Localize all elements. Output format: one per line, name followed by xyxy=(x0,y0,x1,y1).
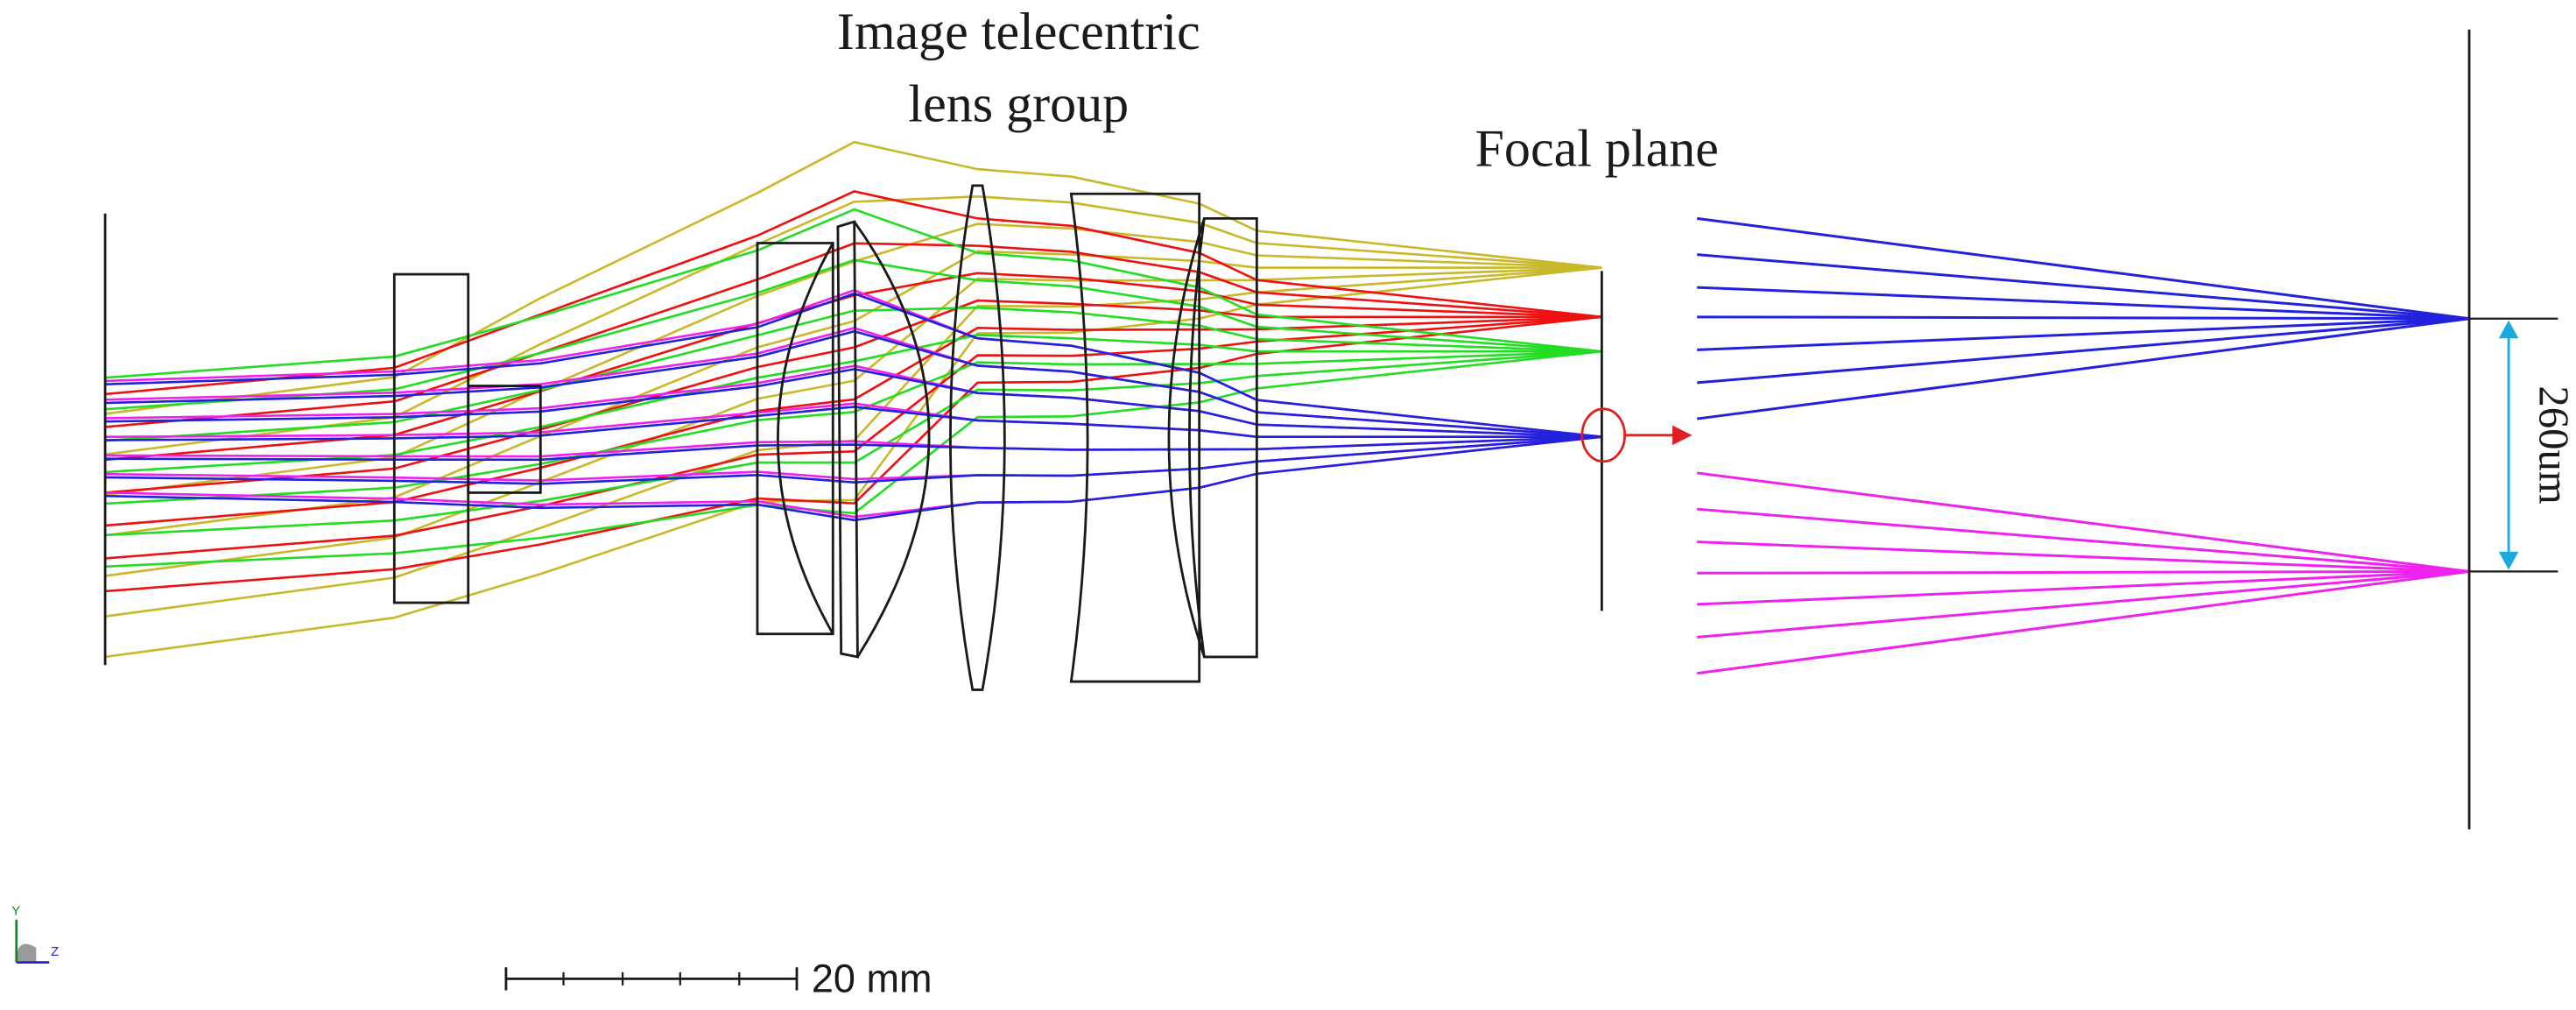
zoom-ray-line xyxy=(1697,471,2470,573)
scale-bar-label: 20 mm xyxy=(812,956,933,1000)
spot-separation-label: 260um xyxy=(2530,385,2576,504)
zoom-ray-line xyxy=(1697,317,2470,351)
dimension-arrow-bottom xyxy=(2498,551,2519,570)
lens-element-5 xyxy=(1167,216,1258,659)
svg-text:Y: Y xyxy=(11,903,20,918)
lens-group-title-line-2: lens group xyxy=(908,75,1129,133)
zoom-ray-line xyxy=(1697,317,2470,385)
ray-line xyxy=(104,315,1602,593)
lens-element-2-curve xyxy=(853,221,931,658)
lens-group-title-line-1: Image telecentric xyxy=(837,3,1200,60)
zoom-ray-line xyxy=(1697,569,2470,575)
zoom-ray-line xyxy=(1697,253,2470,321)
focal-plane-title: Focal plane xyxy=(1475,119,1719,177)
zoom-ray-line xyxy=(1697,286,2470,321)
zoom-ray-line xyxy=(1696,569,2470,675)
ray-line xyxy=(104,258,1602,411)
axis-triad-icon: Y Z xyxy=(11,903,59,964)
zoom-ray-line xyxy=(1697,569,2470,606)
scale-bar xyxy=(504,967,799,991)
aperture-window xyxy=(467,385,542,494)
zoom-ray-line xyxy=(1696,216,2470,321)
zoom-ray-line xyxy=(1697,569,2470,639)
zoom-ray-line xyxy=(1696,317,2470,420)
arrow-right-icon-head xyxy=(1672,425,1693,446)
zoom-ray-line xyxy=(1697,507,2470,573)
lens-element-3 xyxy=(949,184,1006,691)
zoom-ray-line xyxy=(1697,540,2470,573)
zoom-rays-blue xyxy=(1696,216,2470,420)
dimension-arrow-top xyxy=(2498,320,2519,339)
lens-element-1 xyxy=(756,242,834,636)
zoom-ray-line xyxy=(1697,315,2470,321)
zoom-rays-magenta xyxy=(1696,471,2470,675)
lens-element-4 xyxy=(1069,192,1201,683)
svg-text:Z: Z xyxy=(51,944,59,959)
